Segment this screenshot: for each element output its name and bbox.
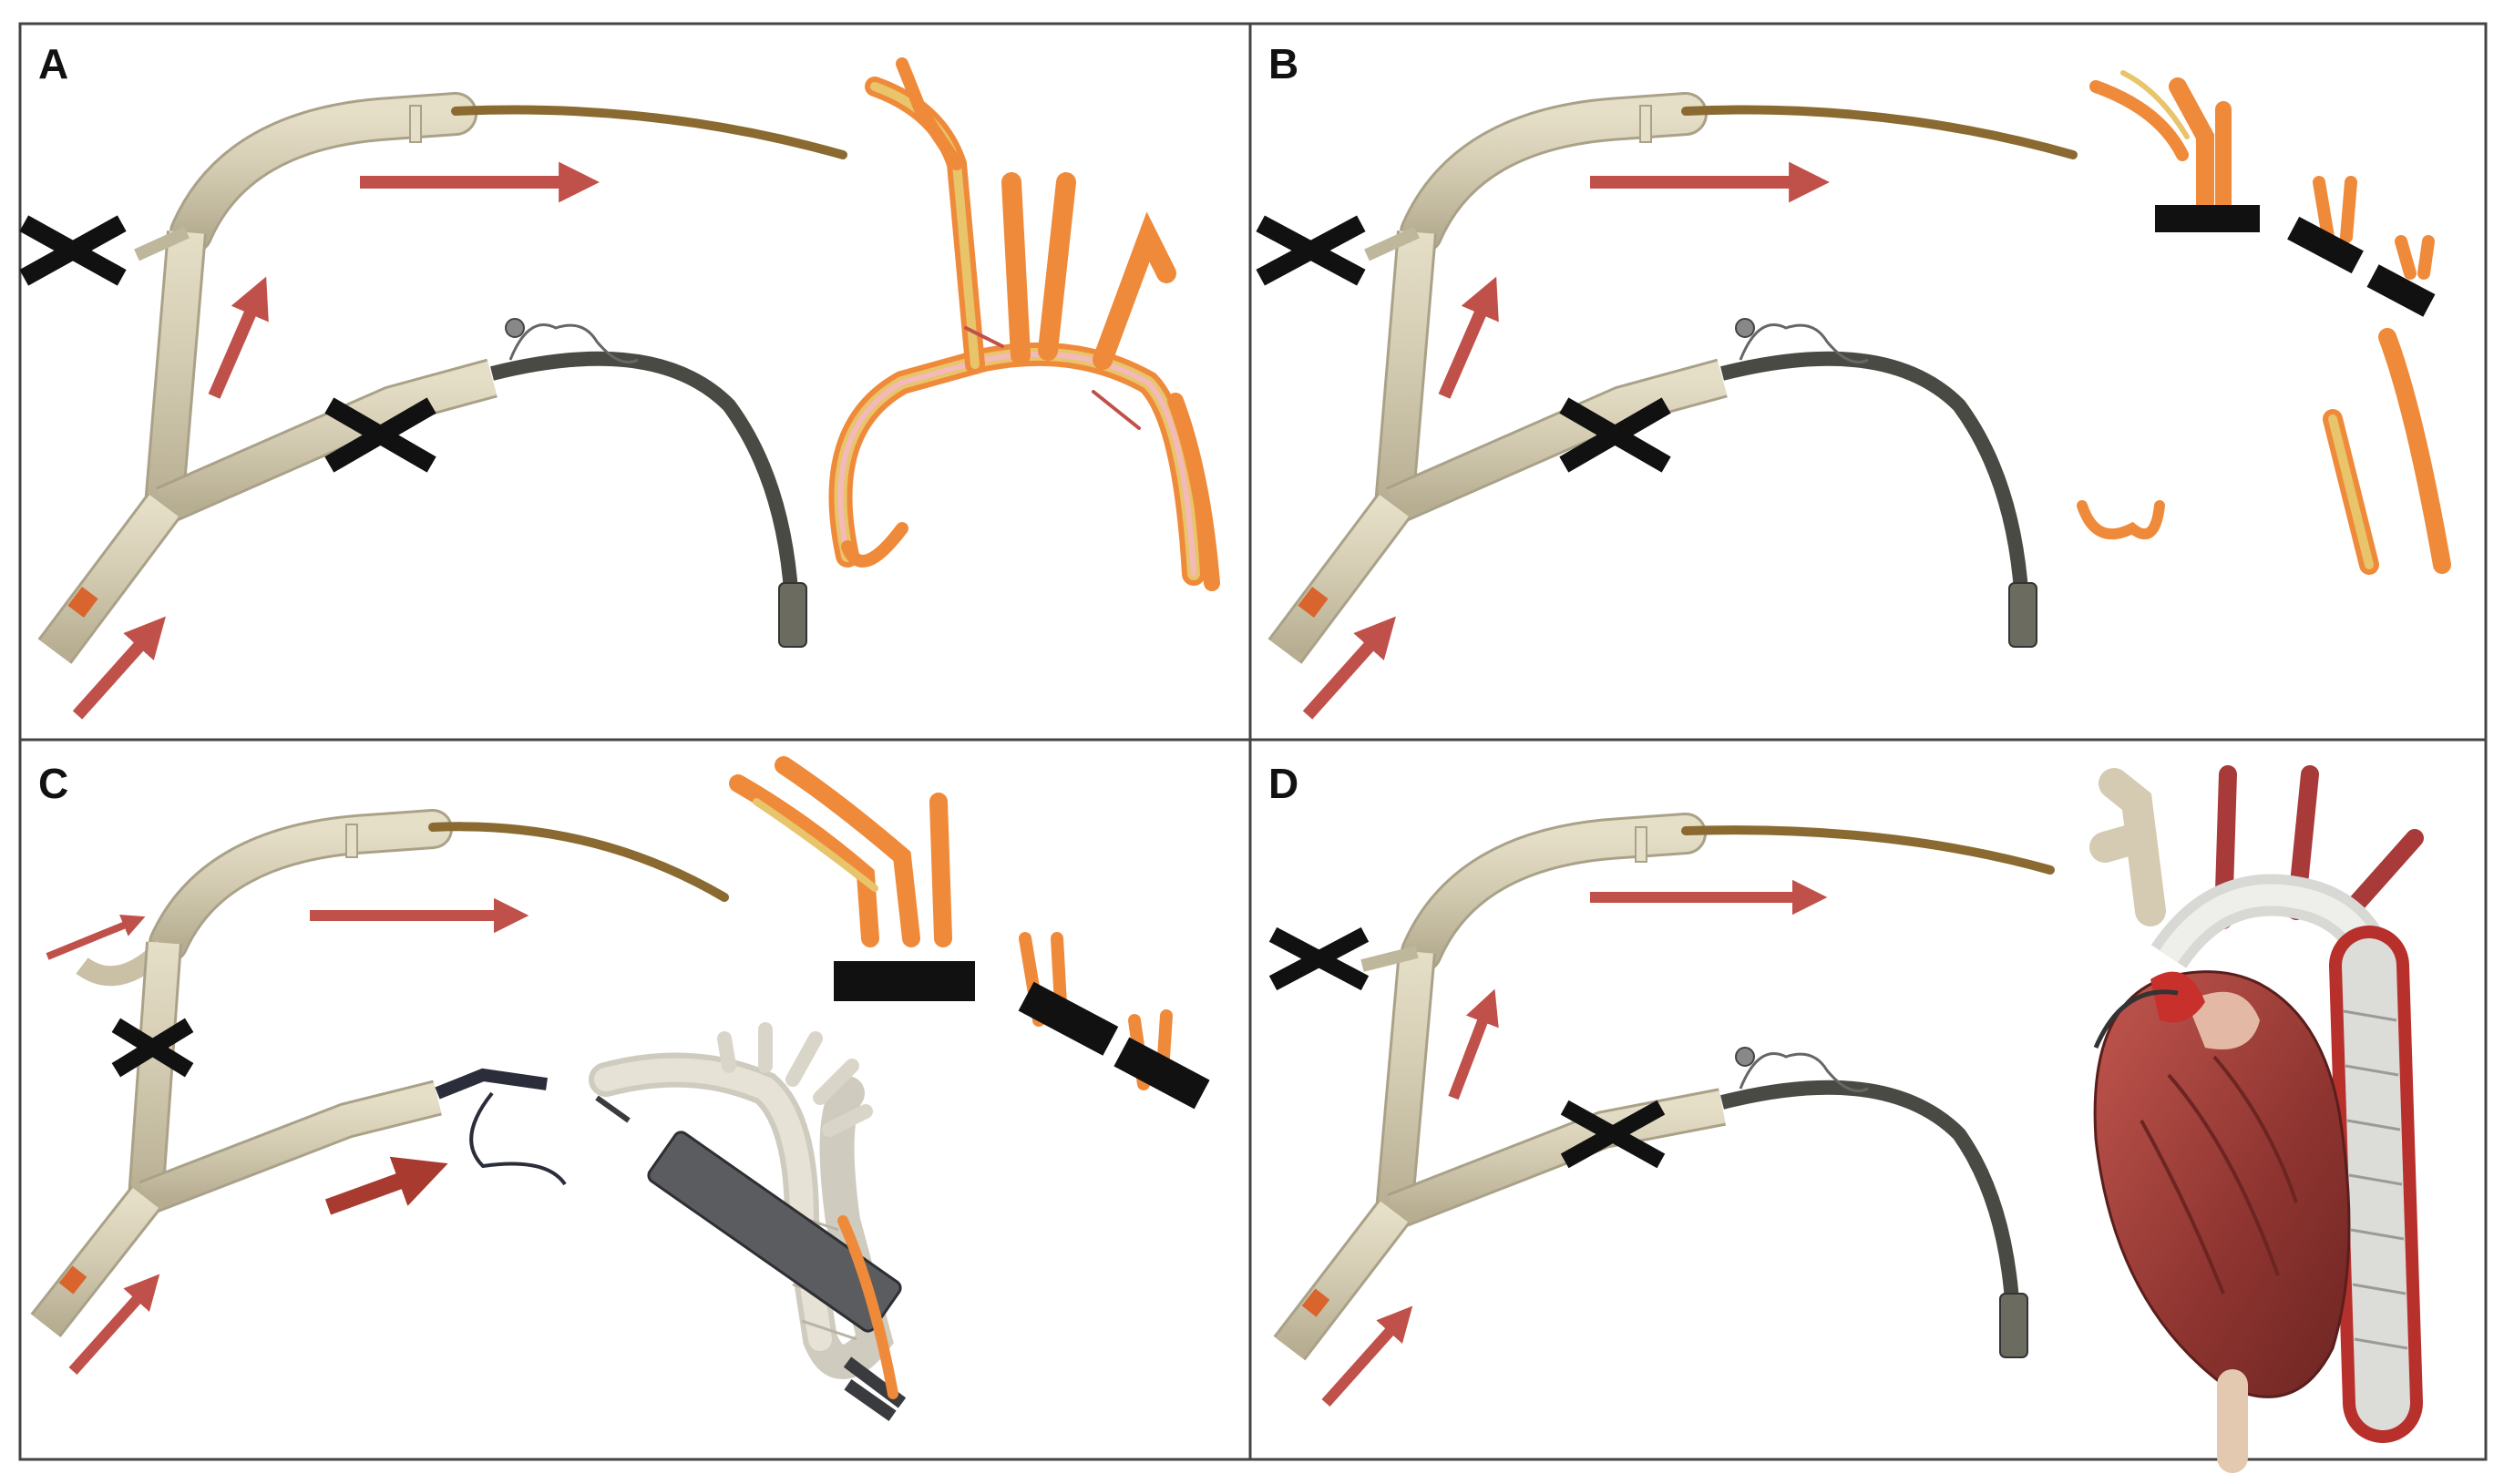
flow-arrows	[72, 161, 600, 720]
clamp-x-icon	[1559, 397, 1671, 473]
panel-label-a: A	[38, 40, 68, 87]
clamp-x-icon	[1268, 926, 1370, 991]
clamp-x-icon	[324, 397, 436, 473]
tubing-circuit	[30, 809, 729, 1337]
clamp-x-icon	[111, 1018, 194, 1078]
tubing-circuit	[37, 92, 847, 664]
aorta-illustration	[2077, 70, 2451, 575]
clamp-bar	[2155, 205, 2436, 317]
clamp-x-icon	[19, 215, 127, 286]
panel-label-c: C	[38, 760, 68, 807]
aorta-illustration	[828, 57, 1220, 591]
flow-arrows	[46, 897, 529, 1376]
panel-a: A	[19, 40, 1220, 720]
flow-arrows	[1321, 879, 1828, 1407]
tubing-circuit	[1273, 813, 2055, 1361]
panel-c: C	[30, 756, 1210, 1421]
clamp-x-icon	[1256, 215, 1366, 286]
panel-label-d: D	[1268, 760, 1298, 807]
panel-b: B	[1256, 40, 2451, 720]
panel-d: D	[1268, 760, 2424, 1473]
panel-borders	[18, 22, 2488, 1461]
clamp-bar	[834, 961, 1210, 1110]
syringe-illustration	[595, 1095, 907, 1421]
clamp-x-icon	[1560, 1100, 1666, 1169]
tubing-circuit	[1267, 92, 2078, 664]
panel-label-b: B	[1268, 40, 1298, 87]
heart-illustration	[2089, 765, 2424, 1473]
flow-arrows	[1302, 161, 1830, 720]
